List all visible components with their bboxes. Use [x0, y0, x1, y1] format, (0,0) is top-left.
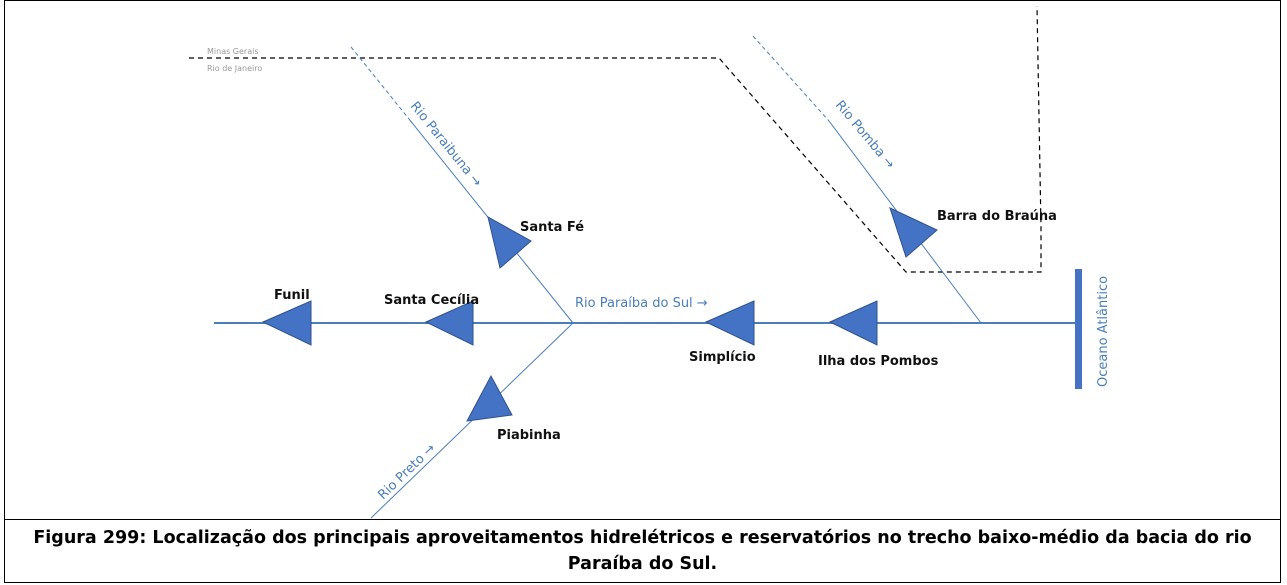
label-santa-cecilia: Santa Cecília — [384, 293, 479, 308]
state-border-line — [189, 5, 1042, 273]
schematic-diagram: Minas Gerais Rio de Janeiro Rio Paraibun… — [189, 5, 1111, 519]
label-funil: Funil — [274, 288, 310, 303]
border-label-minas-gerais: Minas Gerais — [207, 47, 259, 56]
label-simplicio: Simplício — [689, 350, 756, 365]
dam-santa-cecilia-icon — [424, 300, 474, 346]
border-label-rio-de-janeiro: Rio de Janeiro — [207, 64, 262, 73]
label-piabinha: Piabinha — [497, 428, 561, 443]
label-rio-pomba: Rio Pomba → — [832, 98, 898, 172]
label-oceano-atlantico: Oceano Atlântico — [1096, 276, 1111, 387]
river-paraibuna-dashed — [350, 46, 410, 120]
river-pomba-dashed — [752, 35, 830, 122]
dam-barra-do-brauna-icon — [889, 207, 938, 258]
label-barra-do-brauna: Barra do Braúna — [937, 209, 1057, 224]
ocean-bar — [1075, 269, 1082, 389]
label-ilha-dos-pombos: Ilha dos Pombos — [818, 354, 939, 369]
label-rio-paraibuna: Rio Paraibuna → — [407, 99, 485, 190]
dam-funil-icon — [261, 300, 312, 346]
figure-frame: Minas Gerais Rio de Janeiro Rio Paraibun… — [4, 0, 1281, 520]
dam-ilha-dos-pombos-icon — [828, 300, 878, 346]
dam-piabinha-icon — [466, 374, 513, 422]
figure-caption: Figura 299: Localização dos principais a… — [4, 520, 1281, 583]
label-santa-fe: Santa Fé — [520, 220, 584, 235]
label-rio-paraiba-do-sul: Rio Paraíba do Sul → — [575, 296, 708, 311]
dam-santa-fe-icon — [487, 216, 532, 269]
dam-simplicio-icon — [704, 300, 755, 346]
label-rio-preto: Rio Preto → — [375, 441, 438, 503]
